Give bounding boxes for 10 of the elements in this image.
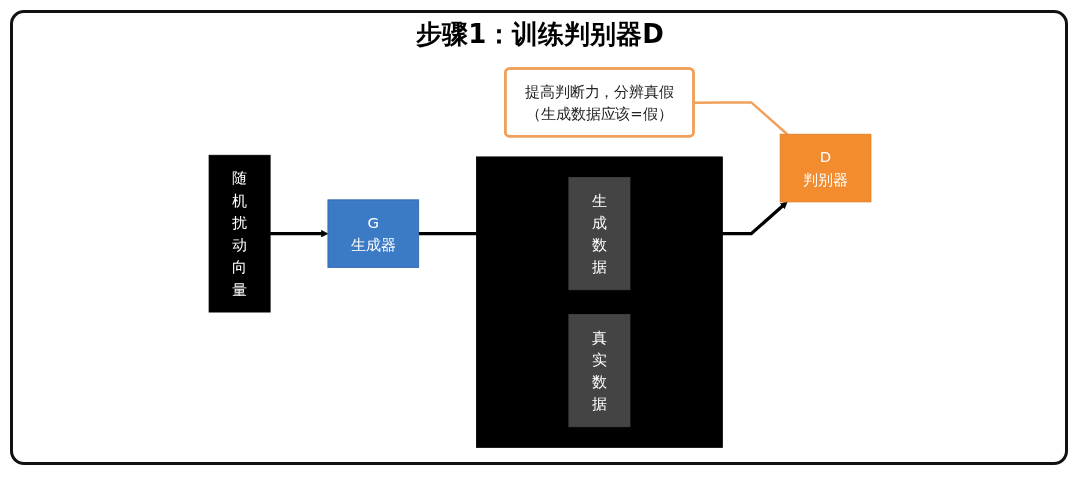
- node-box: G 生成器: [327, 199, 420, 268]
- arrow: [270, 230, 329, 238]
- cluster: [476, 156, 723, 448]
- arrow: [722, 201, 788, 236]
- connector: [693, 101, 789, 136]
- node-box: D 判别器: [779, 133, 872, 203]
- node-box: 真实数据: [568, 314, 631, 428]
- diagram-title: 步骤1：训练判别器D: [416, 18, 664, 50]
- node-box: 随机扰动向量: [208, 154, 271, 313]
- node-box: 生成数据: [568, 177, 631, 291]
